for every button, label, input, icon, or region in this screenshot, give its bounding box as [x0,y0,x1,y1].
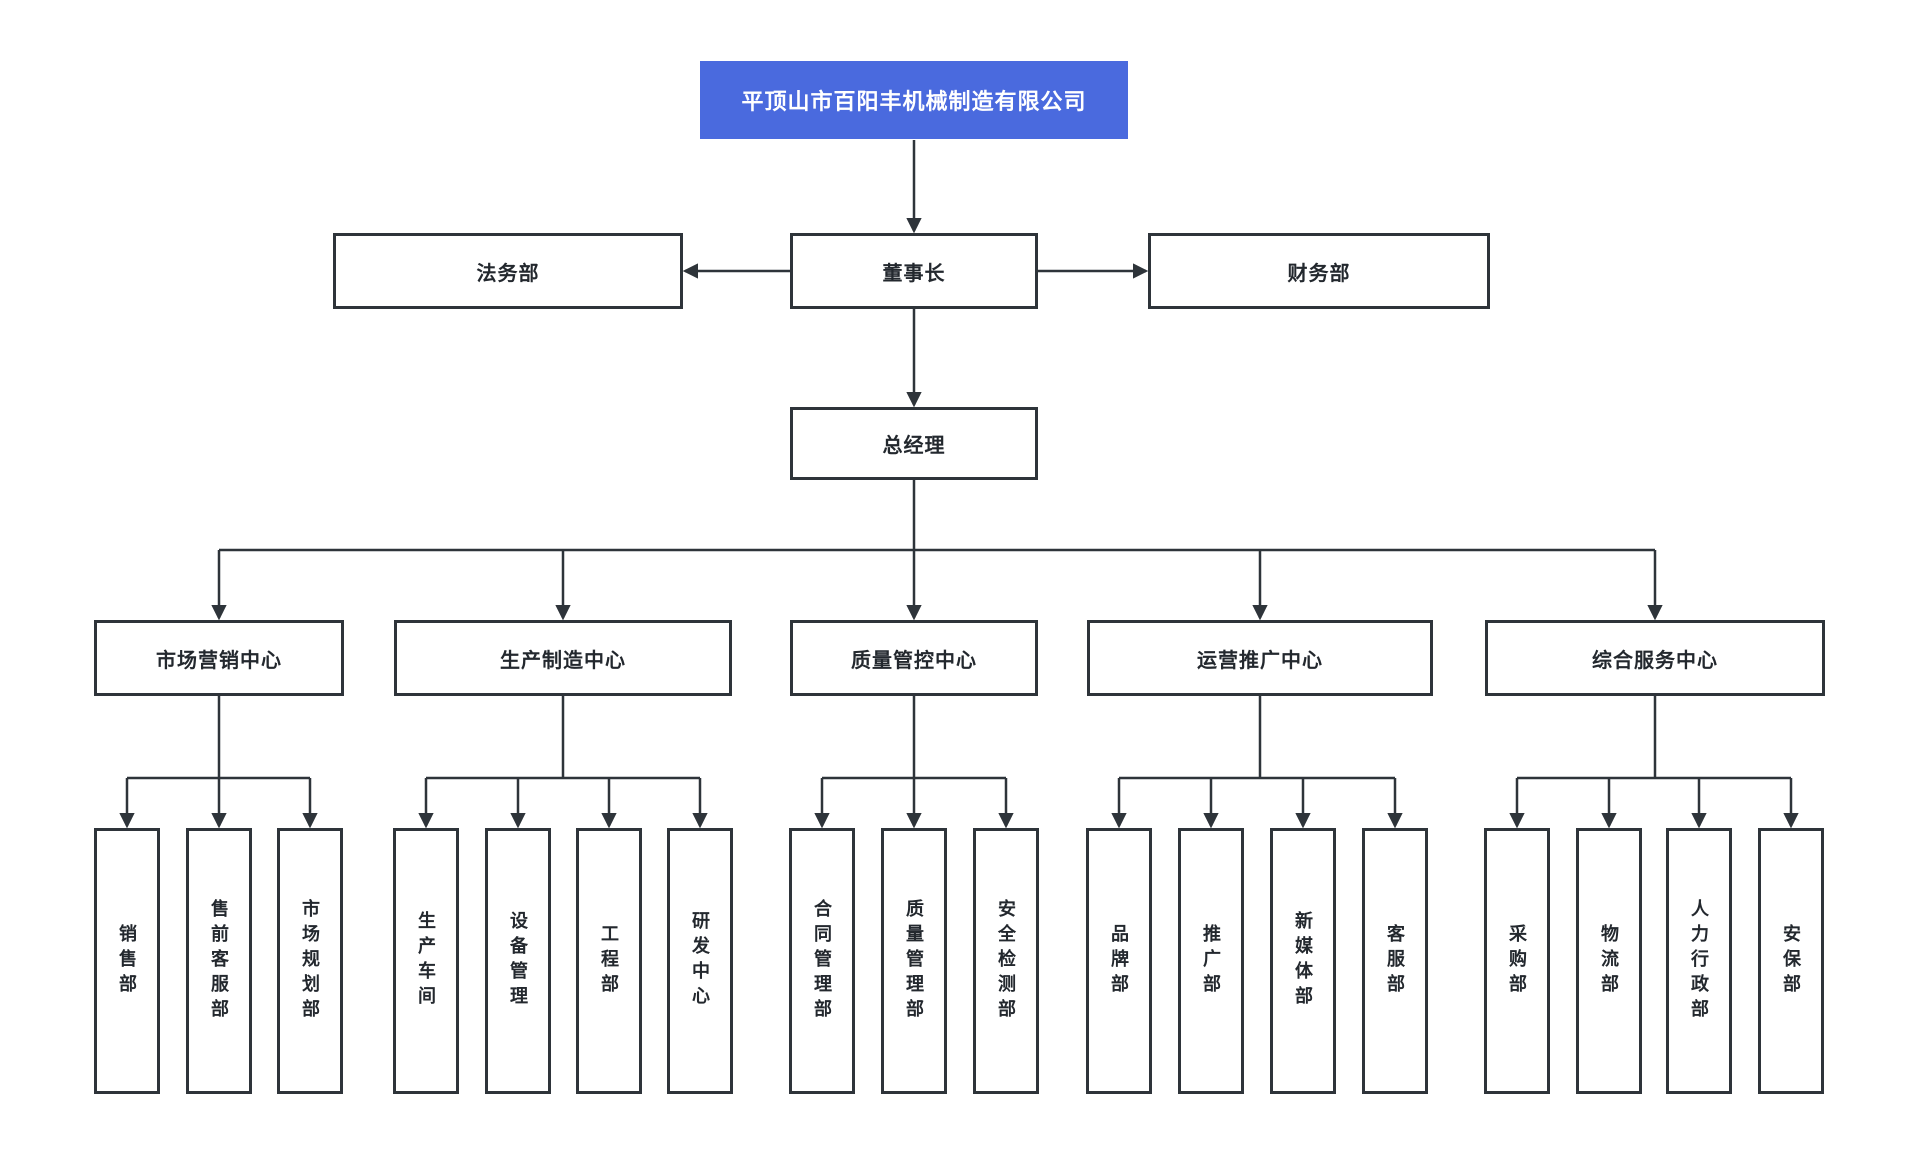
dept-label: 合同管理部 [812,898,832,1024]
center-box-services: 综合服务中心 [1485,620,1825,696]
dept-label: 客服部 [1385,923,1405,999]
dept-box-logistics: 物流部 [1576,828,1642,1094]
center-box-quality: 质量管控中心 [790,620,1038,696]
chairman-box: 董事长 [790,233,1038,309]
dept-box-production-workshop: 生产车间 [393,828,459,1094]
dept-label: 物流部 [1599,923,1619,999]
dept-box-contract-management: 合同管理部 [789,828,855,1094]
dept-box-security: 安保部 [1758,828,1824,1094]
dept-label: 销售部 [117,923,137,999]
dept-label: 采购部 [1507,923,1527,999]
dept-box-rnd-center: 研发中心 [667,828,733,1094]
dept-box-engineering: 工程部 [576,828,642,1094]
dept-box-promotion: 推广部 [1178,828,1244,1094]
dept-label: 质量管理部 [904,898,924,1024]
dept-label: 售前客服部 [209,898,229,1024]
dept-label: 研发中心 [690,911,710,1011]
dept-label: 人力行政部 [1689,898,1709,1024]
dept-label: 推广部 [1201,923,1221,999]
dept-label: 设备管理 [508,911,528,1011]
center-box-production: 生产制造中心 [394,620,732,696]
dept-box-procurement: 采购部 [1484,828,1550,1094]
dept-box-sales: 销售部 [94,828,160,1094]
dept-box-customer-service: 客服部 [1362,828,1428,1094]
dept-box-hr-admin: 人力行政部 [1666,828,1732,1094]
dept-box-quality-management: 质量管理部 [881,828,947,1094]
legal-dept-box: 法务部 [333,233,683,309]
finance-dept-box: 财务部 [1148,233,1490,309]
center-box-marketing: 市场营销中心 [94,620,344,696]
dept-label: 工程部 [599,923,619,999]
general-manager-box: 总经理 [790,407,1038,480]
dept-label: 市场规划部 [300,898,320,1024]
dept-label: 生产车间 [416,911,436,1011]
dept-box-safety-inspection: 安全检测部 [973,828,1039,1094]
dept-box-equipment-management: 设备管理 [485,828,551,1094]
dept-box-presales-service: 售前客服部 [186,828,252,1094]
center-box-operations: 运营推广中心 [1087,620,1433,696]
dept-box-new-media: 新媒体部 [1270,828,1336,1094]
dept-label: 新媒体部 [1293,911,1313,1011]
dept-label: 安保部 [1781,923,1801,999]
dept-box-brand: 品牌部 [1086,828,1152,1094]
dept-box-market-planning: 市场规划部 [277,828,343,1094]
dept-label: 品牌部 [1109,923,1129,999]
dept-label: 安全检测部 [996,898,1016,1024]
company-root-box: 平顶山市百阳丰机械制造有限公司 [700,61,1128,139]
